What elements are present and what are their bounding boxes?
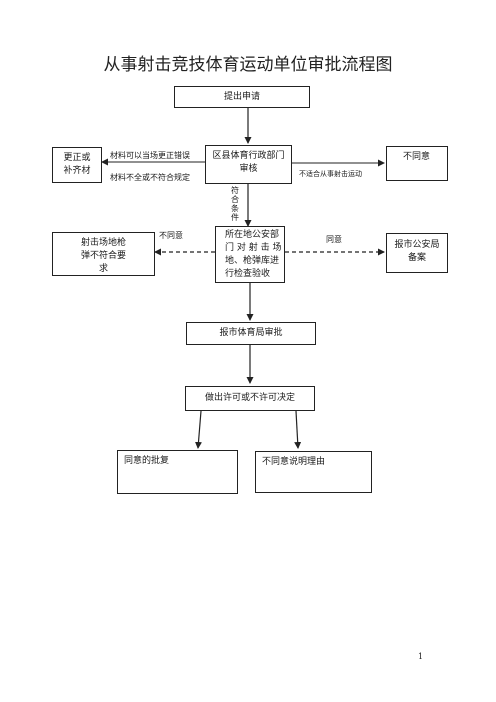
label-qualified-char: 符 [231, 186, 239, 195]
label-qualified-char: 合 [231, 195, 239, 204]
label-not-suitable: 不适合从事射击运动 [299, 170, 362, 178]
correct-materials-node: 更正或 补齐材 [52, 147, 102, 183]
label-disagree: 不同意 [159, 231, 183, 240]
page-number: 1 [418, 652, 424, 661]
page-title: 从事射击竞技体育运动单位审批流程图 [103, 55, 393, 75]
label-qualified-char: 条 [231, 204, 239, 213]
police-record-node: 报市公安局 备案 [386, 233, 448, 273]
arrow-decision-to-reject [294, 410, 302, 449]
arrow-decision-to-approve [194, 410, 202, 449]
label-can-correct: 材料可以当场更正错误 [110, 151, 190, 160]
police-inspect-node: 所在地公安部 门 对 射 击 场 地、枪弹库进 行检查验收 [215, 226, 285, 283]
label-qualified-char: 件 [231, 213, 239, 222]
label-agree: 同意 [326, 235, 342, 244]
range-fail-node: 射击场地枪 弹不符合要 求 [52, 232, 155, 276]
district-review-node: 区县体育行政部门 审核 [205, 145, 292, 184]
label-incomplete: 材料不全或不符合规定 [110, 173, 190, 182]
apply-node: 提出申请 [174, 86, 310, 108]
city-approval-node: 报市体育局审批 [186, 322, 316, 345]
approve-reply-node: 同意的批复 [117, 450, 238, 494]
decision-node: 做出许可或不许可决定 [185, 386, 315, 411]
reject-reason-node: 不同意说明理由 [255, 451, 372, 493]
disagree-top-node: 不同意 [386, 146, 448, 181]
